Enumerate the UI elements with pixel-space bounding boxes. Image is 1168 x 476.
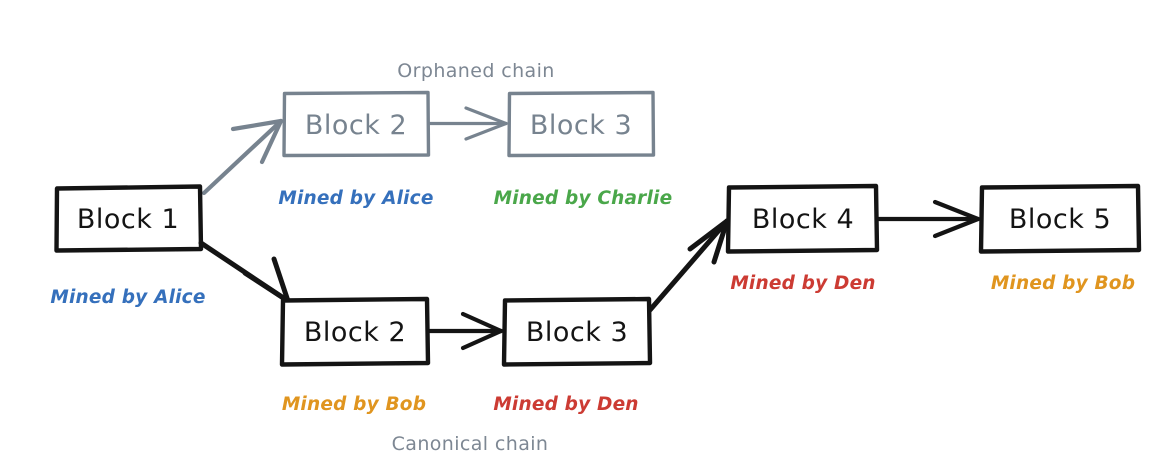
canonical-block-2-miner-label: Mined by Bob — [282, 394, 426, 415]
canonical-block-3: Block 3 — [501, 296, 653, 367]
orphan-block-2: Block 2 — [282, 90, 431, 158]
canonical-block-3-miner-label: Mined by Den — [493, 394, 638, 415]
canonical-chain-label: Canonical chain — [392, 433, 549, 455]
orphan-block-3: Block 3 — [507, 90, 656, 158]
canonical-block-5-miner-label: Mined by Bob — [991, 273, 1135, 294]
block-1-miner-label: Mined by Alice — [50, 287, 205, 308]
orphan-block-2-miner-label: Mined by Alice — [278, 188, 433, 209]
block-1: Block 1 — [54, 184, 204, 253]
canonical-block-2-label: Block 2 — [304, 317, 406, 348]
orphan-block-3-label: Block 3 — [530, 110, 632, 141]
arrow-canonical-block3-to-canonical-block4 — [647, 218, 730, 313]
orphan-block-3-miner-label: Mined by Charlie — [494, 188, 673, 209]
arrow-orphan-block2-to-orphan-block3 — [428, 106, 508, 141]
arrow-block1-to-orphan-block2 — [201, 118, 284, 196]
canonical-block-4-miner-label: Mined by Den — [730, 273, 875, 294]
canonical-block-5-label: Block 5 — [1009, 204, 1111, 235]
canonical-block-2: Block 2 — [279, 296, 431, 367]
canonical-block-4: Block 4 — [725, 183, 880, 254]
block-1-label: Block 1 — [77, 204, 179, 235]
canonical-block-3-label: Block 3 — [526, 317, 628, 348]
orphaned-chain-label: Orphaned chain — [397, 60, 554, 82]
canonical-block-4-label: Block 4 — [752, 204, 854, 235]
arrow-canonical-block2-to-canonical-block3 — [427, 311, 504, 351]
arrow-canonical-block4-to-canonical-block5 — [876, 199, 981, 239]
canonical-block-5: Block 5 — [978, 183, 1142, 254]
arrow-block1-to-canonical-block2 — [198, 240, 291, 304]
orphan-block-2-label: Block 2 — [305, 110, 407, 141]
